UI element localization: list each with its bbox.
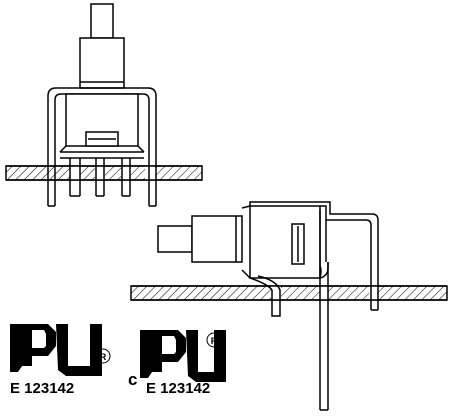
cul-file-number: E 123142 <box>146 380 210 397</box>
front-bracket <box>47 87 157 166</box>
side-bracket-leg <box>249 275 281 317</box>
cul-prefix-label: c <box>128 370 137 389</box>
side-bracket <box>249 201 379 310</box>
registered-mark-1 <box>95 348 111 364</box>
side-pcb-board <box>130 285 448 301</box>
front-bushing <box>79 37 125 89</box>
ul-recognized-icon <box>10 324 102 376</box>
registered-symbol-1: R <box>100 352 107 362</box>
side-plunger <box>157 225 193 253</box>
ul-file-number: E 123142 <box>10 380 74 397</box>
front-view <box>5 3 203 207</box>
front-plunger <box>90 3 114 39</box>
cul-recognized-icon <box>140 330 226 382</box>
side-bushing <box>191 215 243 263</box>
side-view <box>130 201 448 411</box>
registered-symbol-2: R <box>211 336 218 346</box>
registered-mark-2 <box>206 332 222 348</box>
side-housing <box>249 205 321 279</box>
side-terminal-pin <box>319 262 329 279</box>
